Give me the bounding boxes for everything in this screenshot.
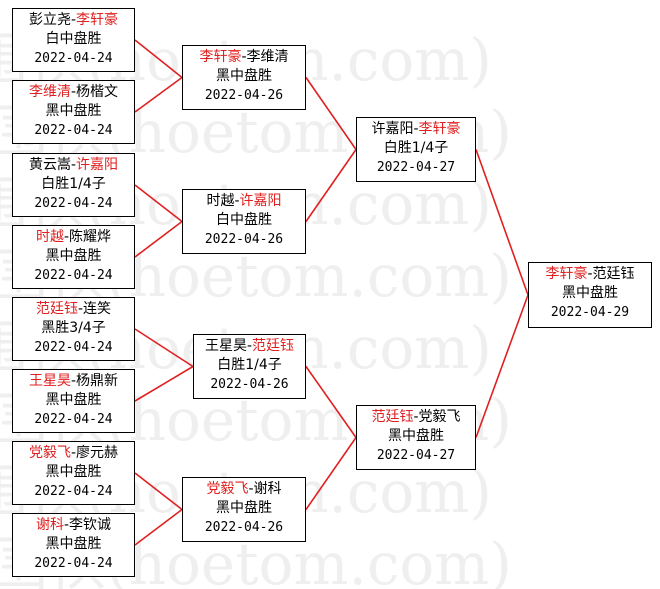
match-date: 2022-04-26 xyxy=(210,377,289,392)
player-2: 许嘉阳 xyxy=(239,193,282,209)
match-box[interactable]: 党毅飞-谢科 黑中盘胜 2022-04-26 xyxy=(182,477,306,542)
connector-line xyxy=(305,437,357,510)
connector-line xyxy=(134,365,194,402)
connector-line xyxy=(475,294,529,438)
player-2: 杨楷文 xyxy=(76,84,119,100)
match-result: 白中盘胜 xyxy=(45,31,102,47)
match-result: 黑中盘胜 xyxy=(216,68,272,84)
match-result: 黑中盘胜 xyxy=(562,285,618,301)
match-box[interactable]: 王星昊-杨鼎新 黑中盘胜 2022-04-24 xyxy=(12,369,135,433)
match-box[interactable]: 黄云嵩-许嘉阳 白胜1/4子 2022-04-24 xyxy=(12,153,135,217)
match-box[interactable]: 时越-许嘉阳 白中盘胜 2022-04-26 xyxy=(182,189,306,254)
match-box[interactable]: 时越-陈耀烨 黑中盘胜 2022-04-24 xyxy=(12,225,135,289)
match-box[interactable]: 范廷钰-连笑 黑胜3/4子 2022-04-24 xyxy=(12,297,135,361)
match-result: 黑中盘胜 xyxy=(45,248,102,264)
connector-line xyxy=(134,39,183,79)
connector-line xyxy=(305,366,357,438)
player-1: 范廷钰 xyxy=(35,301,78,317)
player-2: 许嘉阳 xyxy=(76,157,119,173)
connector-line xyxy=(305,149,357,222)
match-box[interactable]: 党毅飞-廖元赫 黑中盘胜 2022-04-24 xyxy=(12,441,135,505)
match-box[interactable]: 王星昊-范廷钰 白胜1/4子 2022-04-26 xyxy=(193,334,306,399)
match-date: 2022-04-26 xyxy=(204,88,284,103)
connector-line xyxy=(134,508,183,546)
match-date: 2022-04-26 xyxy=(204,520,284,535)
match-date: 2022-04-26 xyxy=(204,232,284,247)
match-box[interactable]: 许嘉阳-李轩豪 白胜1/4子 2022-04-27 xyxy=(356,117,476,182)
match-result: 黑中盘胜 xyxy=(45,103,102,119)
match-result: 白胜1/4子 xyxy=(41,176,106,192)
match-result: 黑中盘胜 xyxy=(388,428,444,444)
player-2: 谢科 xyxy=(253,481,282,497)
connector-line xyxy=(475,149,529,296)
match-result: 白胜1/4子 xyxy=(383,140,449,156)
player-1: 彭立尧 xyxy=(28,12,71,28)
player-2: 范廷钰 xyxy=(592,266,635,282)
player-2: 李轩豪 xyxy=(76,12,119,28)
match-date: 2022-04-24 xyxy=(34,484,113,499)
player-1: 谢科 xyxy=(35,517,64,533)
player-2: 陈耀烨 xyxy=(69,229,112,245)
player-2: 李轩豪 xyxy=(418,121,461,137)
player-1: 许嘉阳 xyxy=(371,121,414,137)
player-1: 李轩豪 xyxy=(545,266,588,282)
match-result: 白胜1/4子 xyxy=(217,357,282,373)
match-date: 2022-04-27 xyxy=(376,160,456,175)
player-1: 范廷钰 xyxy=(371,409,414,425)
match-result: 黑中盘胜 xyxy=(45,392,102,408)
player-1: 王星昊 xyxy=(204,338,247,354)
player-2: 范廷钰 xyxy=(252,338,295,354)
player-2: 党毅飞 xyxy=(418,409,461,425)
connector-line xyxy=(134,76,183,113)
final-match-box[interactable]: 李轩豪-范廷钰 黑中盘胜 2022-04-29 xyxy=(528,262,652,328)
connector-line xyxy=(305,77,357,150)
player-2: 杨鼎新 xyxy=(76,373,119,389)
match-result: 白中盘胜 xyxy=(216,212,272,228)
connector-line xyxy=(134,220,183,258)
player-1: 李维清 xyxy=(28,84,71,100)
player-1: 党毅飞 xyxy=(206,481,249,497)
player-1: 王星昊 xyxy=(28,373,71,389)
player-2: 廖元赫 xyxy=(76,445,119,461)
player-1: 李轩豪 xyxy=(199,49,242,65)
match-date: 2022-04-24 xyxy=(34,556,113,571)
player-2: 连笑 xyxy=(83,301,112,317)
match-date: 2022-04-24 xyxy=(34,51,113,66)
match-date: 2022-04-24 xyxy=(34,412,113,427)
player-1: 时越 xyxy=(206,193,235,209)
player-2: 李维清 xyxy=(246,49,289,65)
match-box[interactable]: 彭立尧-李轩豪 白中盘胜 2022-04-24 xyxy=(12,8,135,72)
match-box[interactable]: 范廷钰-党毅飞 黑中盘胜 2022-04-27 xyxy=(356,405,476,470)
match-result: 黑中盘胜 xyxy=(45,464,102,480)
match-box[interactable]: 谢科-李钦诚 黑中盘胜 2022-04-24 xyxy=(12,513,135,577)
player-1: 黄云嵩 xyxy=(28,157,71,173)
match-date: 2022-04-29 xyxy=(550,305,630,320)
connector-line xyxy=(134,184,183,223)
match-date: 2022-04-24 xyxy=(34,196,113,211)
match-box[interactable]: 李轩豪-李维清 黑中盘胜 2022-04-26 xyxy=(182,45,306,110)
match-result: 黑中盘胜 xyxy=(216,500,272,516)
connector-line xyxy=(134,472,183,511)
match-date: 2022-04-24 xyxy=(34,268,113,283)
player-1: 时越 xyxy=(35,229,64,245)
match-box[interactable]: 李维清-杨楷文 黑中盘胜 2022-04-24 xyxy=(12,80,135,144)
match-result: 黑胜3/4子 xyxy=(41,320,106,336)
player-2: 李钦诚 xyxy=(69,517,112,533)
match-result: 黑中盘胜 xyxy=(45,536,102,552)
match-date: 2022-04-27 xyxy=(376,448,456,463)
player-1: 党毅飞 xyxy=(28,445,71,461)
match-date: 2022-04-24 xyxy=(34,123,113,138)
connector-line xyxy=(134,328,194,368)
match-date: 2022-04-24 xyxy=(34,340,113,355)
